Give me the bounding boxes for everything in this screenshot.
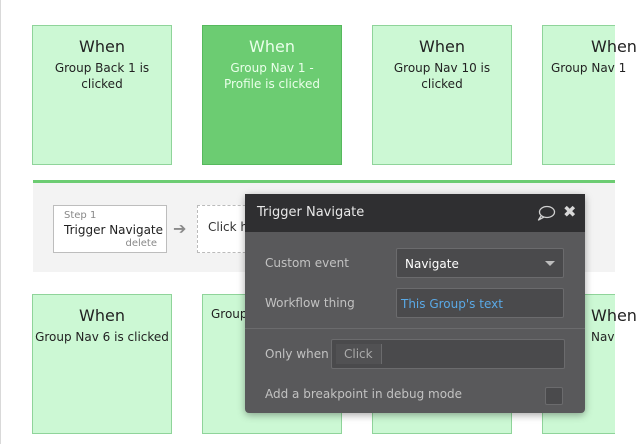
event-card-group-nav-10[interactable]: When Group Nav 10 is clicked — [372, 25, 512, 165]
event-when-label: When — [79, 306, 125, 325]
canvas-left-border — [0, 0, 1, 444]
event-name: Nav — [591, 330, 615, 344]
workflow-thing-value: This Group's text — [401, 297, 503, 311]
comment-bubble-icon[interactable] — [537, 205, 556, 221]
step-number-label: Step 1 — [64, 210, 97, 221]
event-when-label: When — [79, 37, 125, 56]
workflow-thing-field[interactable]: This Group's text — [396, 288, 564, 318]
step-1-card[interactable]: Step 1 Trigger Navigate delete — [53, 205, 167, 253]
breakpoint-checkbox[interactable] — [545, 387, 563, 405]
event-name: Group Nav 1 - Profile is clicked — [224, 61, 320, 91]
event-name: Group Back 1 is clicked — [54, 61, 150, 91]
custom-event-label: Custom event — [265, 256, 349, 270]
event-name: Group Nav 1 — [551, 61, 627, 75]
only-when-label: Only when — [265, 347, 329, 361]
step-delete-link[interactable]: delete — [125, 238, 157, 249]
custom-event-value: Navigate — [405, 257, 459, 271]
only-when-placeholder: Click — [336, 344, 382, 364]
event-card-group-nav-1-profile[interactable]: When Group Nav 1 - Profile is clicked — [202, 25, 342, 165]
chevron-down-icon — [545, 261, 555, 266]
event-when-label: When — [249, 37, 295, 56]
event-name: Group Nav 6 is clicked — [35, 330, 169, 344]
event-when-label: When — [591, 306, 637, 325]
breakpoint-label: Add a breakpoint in debug mode — [265, 387, 463, 401]
event-when-label: When — [419, 37, 465, 56]
close-icon[interactable]: ✖ — [563, 202, 577, 221]
trigger-navigate-panel: Trigger Navigate ✖ Custom event Navigate… — [245, 194, 585, 413]
only-when-field[interactable]: Click — [331, 339, 565, 369]
event-name: Group — [211, 307, 248, 321]
step-title: Trigger Navigate — [64, 223, 164, 237]
event-name: Group Nav 10 is clicked — [393, 61, 491, 91]
panel-divider — [245, 328, 585, 329]
arrow-right-icon: ➔ — [173, 219, 187, 238]
event-card-group-nav-partial[interactable]: When Group Nav 1 — [542, 25, 637, 165]
event-when-label: When — [591, 37, 637, 56]
event-card-group-nav-6[interactable]: When Group Nav 6 is clicked — [32, 294, 172, 434]
workflow-thing-label: Workflow thing — [265, 296, 355, 310]
custom-event-dropdown[interactable]: Navigate — [396, 248, 564, 278]
panel-header[interactable]: Trigger Navigate ✖ — [245, 194, 585, 232]
event-card-group-back-1[interactable]: When Group Back 1 is clicked — [32, 25, 172, 165]
panel-title: Trigger Navigate — [257, 205, 365, 220]
